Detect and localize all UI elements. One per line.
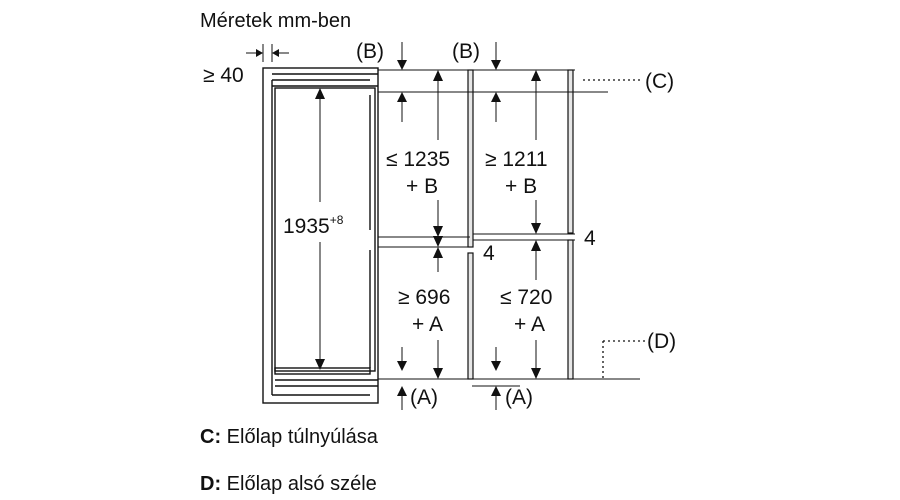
height-total-label: 1935+8 [283,213,344,238]
gap-mid-left-label: 4 [483,242,495,265]
door-panel-upper-right [567,69,574,234]
b-marker-right: (B) [452,40,480,63]
legend-item-c: C: Előlap túlnyúlása [200,426,379,448]
title: Méretek mm-ben [200,10,351,32]
b-marker-right-arrow [491,42,501,70]
a-marker-right: (A) [505,386,533,409]
gap-mid-right-label: 4 [584,227,596,250]
lower-left-line2: + A [412,313,443,336]
lower-right-line1: ≤ 720 [500,286,552,309]
legend-item-d: D: Előlap alsó széle [200,473,377,495]
lower-right-dimension-arrow [531,250,541,379]
a-marker-left: (A) [410,386,438,409]
upper-right-line1: ≥ 1211 [485,148,548,171]
door-panel-lower-left [467,252,474,380]
door-panel-lower-right [567,239,574,380]
upper-left-line1: ≤ 1235 [386,148,450,171]
d-marker-dotted-line [602,340,645,379]
lower-right-line2: + A [514,313,545,336]
upper-left-line2: + B [406,175,438,198]
d-marker: (D) [647,330,676,353]
upper-right-dimension-arrow [531,70,541,234]
gap-mid-left-arrows [433,226,443,272]
legend: C: Előlap túlnyúlása D: Előlap alsó szél… [200,426,379,495]
lower-left-line1: ≥ 696 [398,286,450,309]
b-gap-arrows [397,92,501,122]
lower-left-dimension-arrow [433,340,443,379]
c-marker: (C) [645,70,674,93]
height-total-arrow [315,88,325,370]
gap-top-label: ≥ 40 [203,64,244,87]
gap-top-marker [246,44,289,62]
b-marker-left-arrow [397,42,407,70]
reference-lines [378,69,640,380]
upper-right-line2: + B [505,175,537,198]
cabinet-outline [262,67,379,404]
b-marker-left: (B) [356,40,384,63]
a-gap-arrows [397,347,520,410]
door-panel-upper-left [467,69,474,248]
